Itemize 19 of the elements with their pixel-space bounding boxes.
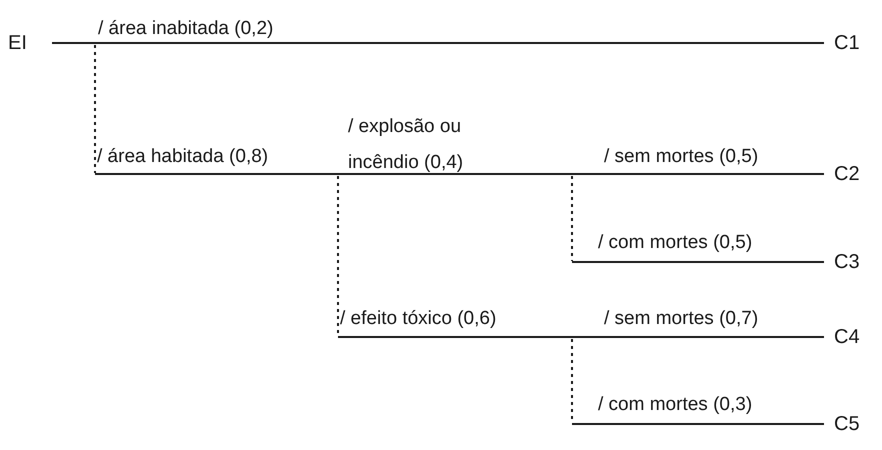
outcome-label: C2 [824,161,874,187]
outcome-label: C1 [824,30,874,56]
branch-line [338,336,824,338]
outcome-label: EI [8,30,52,56]
branch-label: / sem mortes (0,5) [604,145,758,169]
branch-line [572,423,824,425]
outcome-label: C4 [824,324,874,350]
branch-label: / efeito tóxico (0,6) [340,307,496,331]
branch-line [52,42,824,44]
branch-line [572,261,824,263]
outcome-label: C5 [824,411,874,437]
branch-label: / explosão ou incêndio (0,4) [348,115,464,175]
outcome-label: C3 [824,249,874,275]
branch-line [95,173,824,175]
branch-label: / com mortes (0,5) [598,231,752,255]
branch-label: / área habitada (0,8) [97,145,268,169]
branch-label: / com mortes (0,3) [598,393,752,417]
branch-label: / área inabitada (0,2) [98,17,274,41]
branch-label: / sem mortes (0,7) [604,307,758,331]
